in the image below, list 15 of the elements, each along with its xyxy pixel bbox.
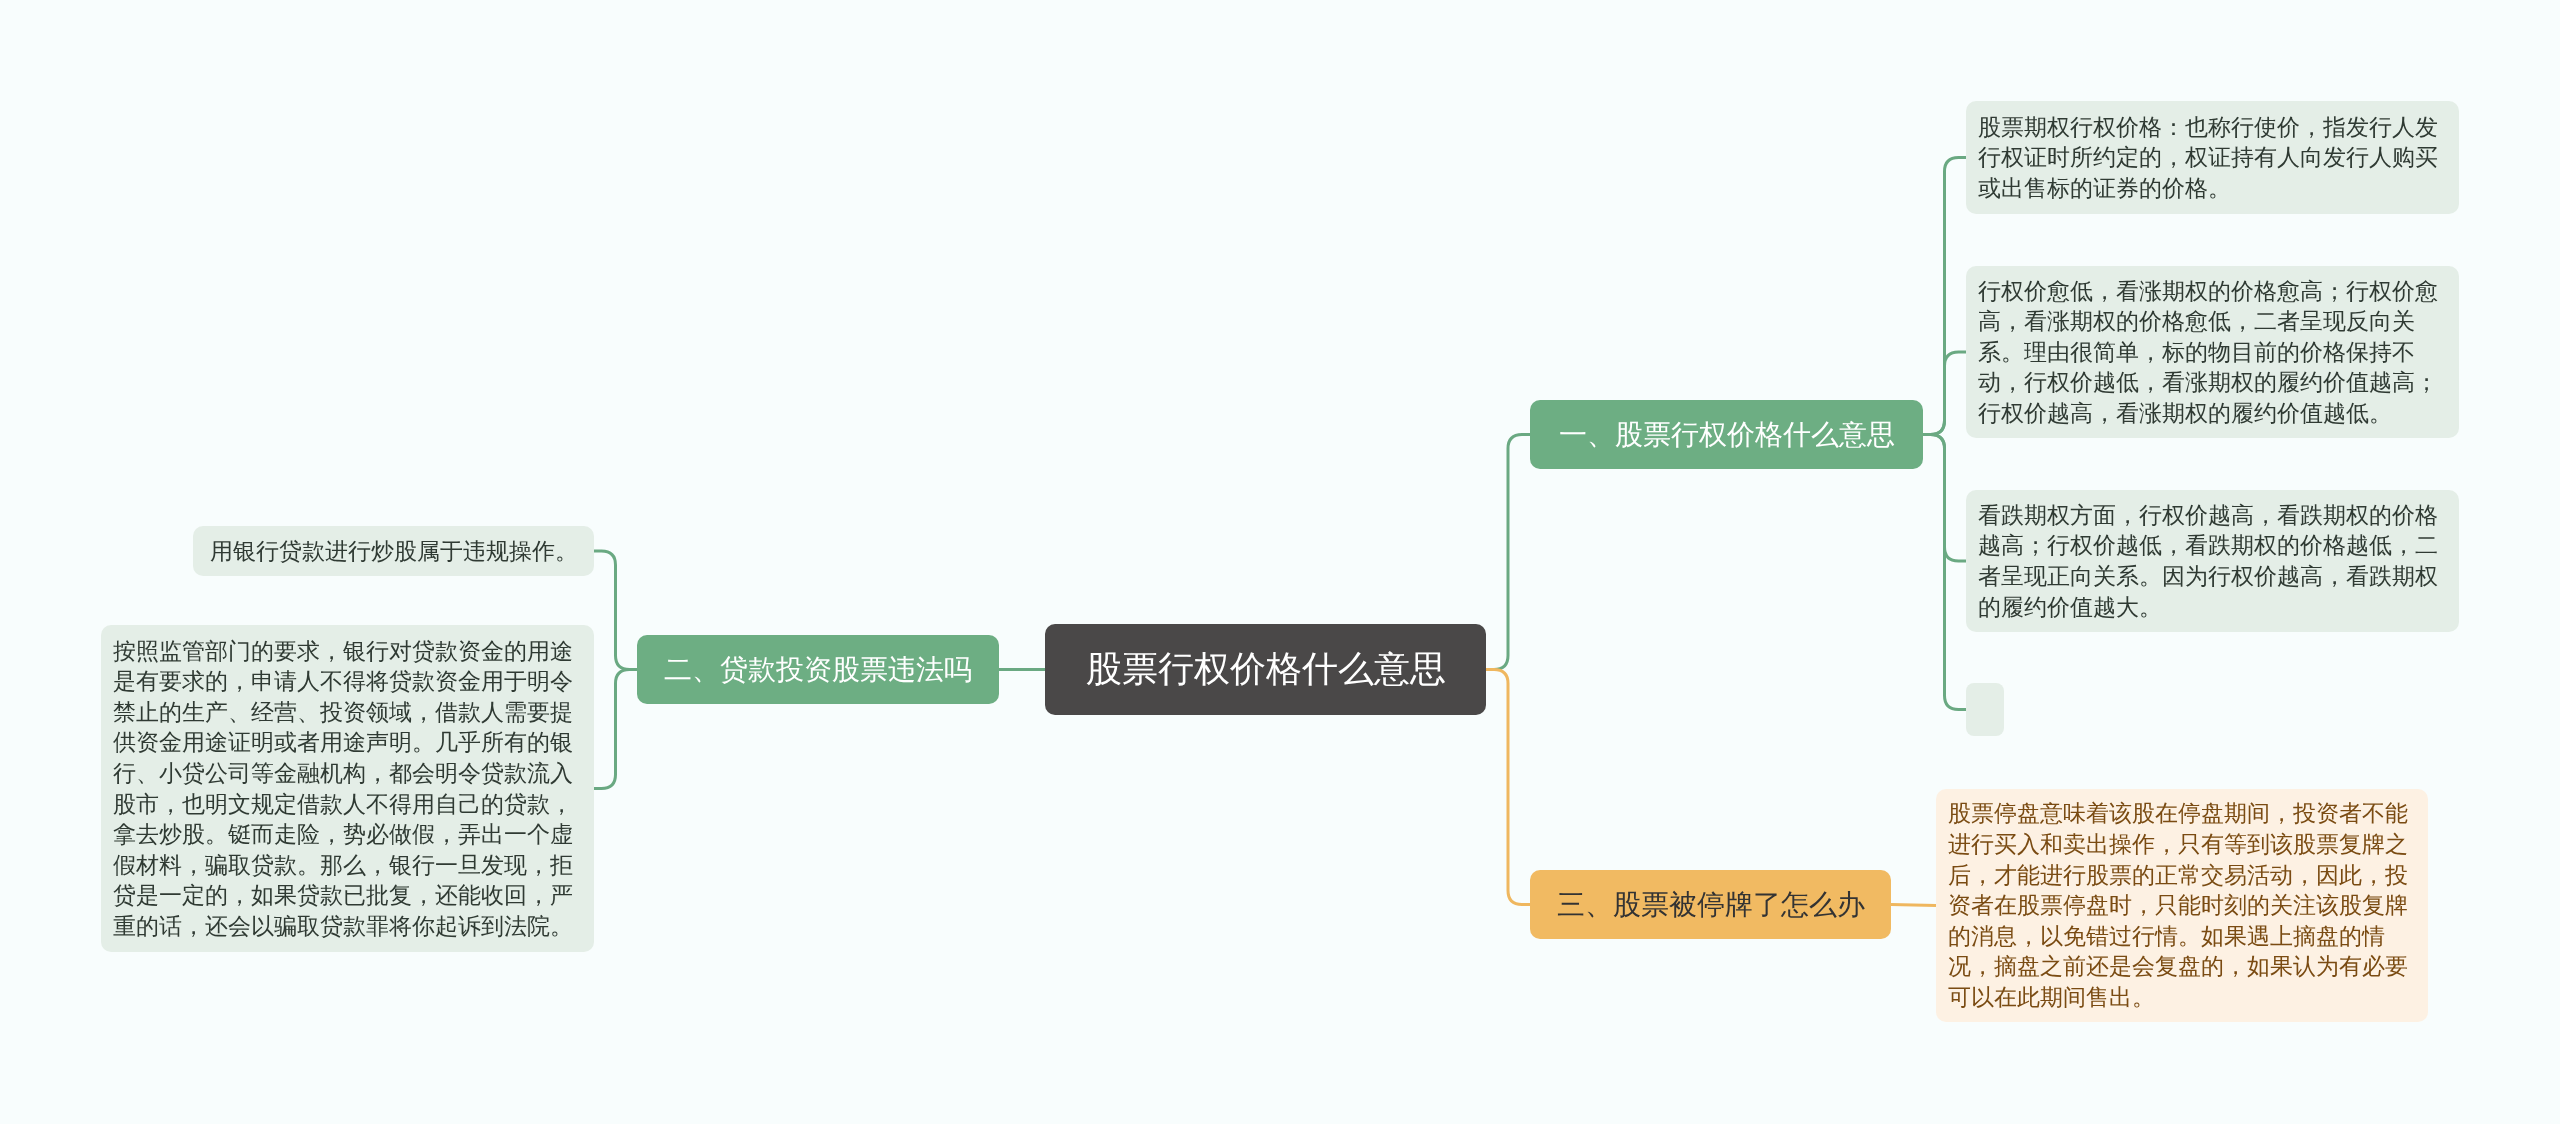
connector-line bbox=[594, 668, 637, 790]
note-box: 股票期权行权价格：也称行使价，指发行人发行权证时所约定的，权证持有人向发行人购买或出售标的证券的价格。 bbox=[1966, 101, 2459, 214]
connector-line bbox=[1486, 668, 1530, 906]
note-box: 按照监管部门的要求，银行对贷款资金的用途是有要求的，申请人不得将贷款资金用于明令禁止的生产、经营、投资领域，借款人需要提供资金用途证明或者用途声明。几乎所有的银行、小贷公司等金融机构，都会明令贷款流入股市，也明文规定借款人不得用自己的贷款，拿去炒股。铤而走险，势必做假，弄出一个虚假材料，骗取贷款。那么，银行一旦发现，拒贷是一定的，如果贷款已批复，还能收回，严重的话，还会以骗取贷款罪将你起诉到法院。 bbox=[101, 625, 594, 952]
branch-topic-box: 二、贷款投资股票违法吗 bbox=[637, 635, 999, 704]
connector-line bbox=[999, 668, 1045, 671]
note-box: 行权价愈低，看涨期权的价格愈高；行权价愈高，看涨期权的价格愈低，二者呈现反向关系。理由很简单，标的物目前的价格保持不动，行权价越低，看涨期权的履约价值越高；行权价越高，看涨期权的履约价值越低。 bbox=[1966, 266, 2459, 438]
note-box: 看跌期权方面，行权价越高，看跌期权的价格越高；行权价越低，看跌期权的价格越低，二者呈现正向关系。因为行权价越高，看跌期权的履约价值越大。 bbox=[1966, 490, 2459, 632]
note-box: 股票停盘意味着该股在停盘期间，投资者不能进行买入和卖出操作，只有等到该股票复牌之后，才能进行股票的正常交易活动，因此，投资者在股票停盘时，只能时刻的关注该股复牌的消息，以免错过行情。如果遇上摘盘的情况，摘盘之前还是会复盘的，如果认为有必要可以在此期间售出。 bbox=[1936, 789, 2428, 1022]
branch-topic-box: 一、股票行权价格什么意思 bbox=[1530, 400, 1923, 469]
branch-topic-box: 三、股票被停牌了怎么办 bbox=[1530, 870, 1891, 939]
empty-box bbox=[1966, 683, 2004, 736]
central-topic-box: 股票行权价格什么意思 bbox=[1045, 624, 1486, 715]
connector-line bbox=[1890, 903, 1937, 907]
note-box: 用银行贷款进行炒股属于违规操作。 bbox=[193, 526, 594, 576]
